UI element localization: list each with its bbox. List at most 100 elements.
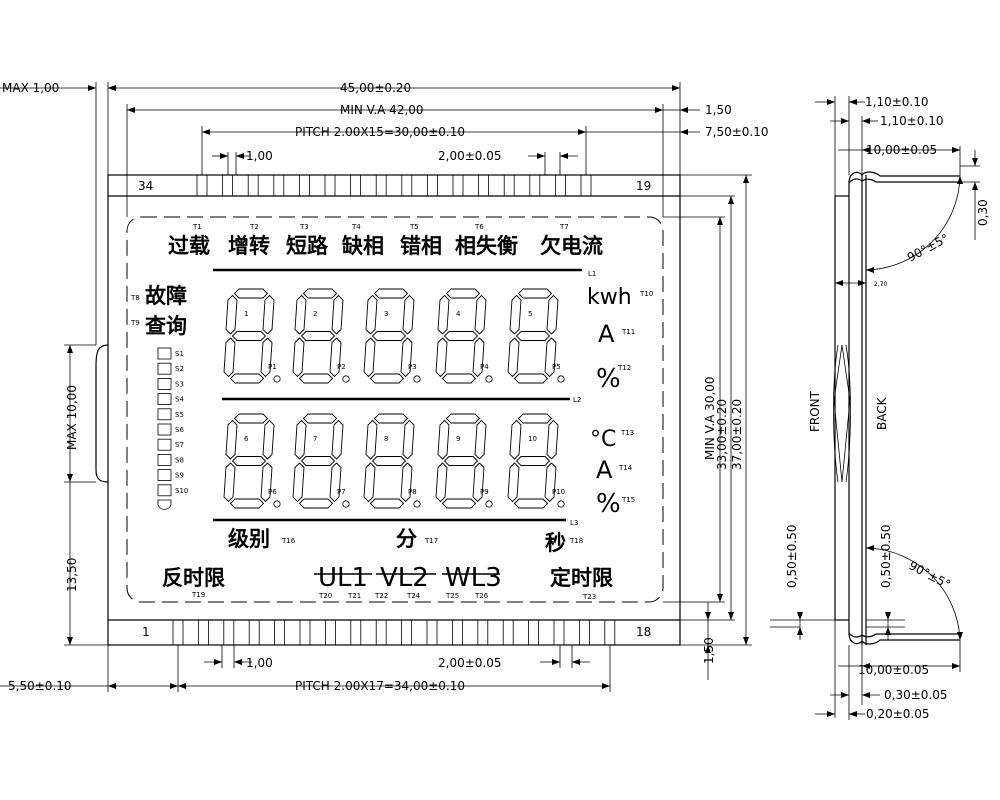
- decimal-point-label: P7: [337, 488, 346, 496]
- bar-segment: [157, 469, 172, 482]
- top-pin: [375, 174, 387, 197]
- seven-segment-digit: 7P7: [292, 413, 350, 509]
- dim-13-50: 13,50: [65, 558, 79, 592]
- digit-segment: [371, 456, 407, 466]
- digit-segment: [298, 373, 334, 384]
- side-dim-1-10-b: 1,10±0.10: [880, 114, 944, 128]
- bar-segment-label: S4: [175, 396, 184, 404]
- bar-segment-label: S7: [175, 441, 184, 449]
- digit-segment: [546, 294, 559, 335]
- bar-segment-label: S2: [175, 365, 184, 373]
- side-back-label: BACK: [875, 396, 889, 430]
- dim-pitch-bottom: PITCH 2.00X17=34,00±0.10: [295, 679, 465, 693]
- dim-7-50: 7,50±0.10: [705, 125, 769, 139]
- status-stall: 增转: [228, 234, 270, 258]
- top-pin: [478, 174, 490, 197]
- marker-t11: T11: [621, 328, 635, 336]
- decimal-point: [557, 500, 565, 508]
- side-front-label: FRONT: [808, 390, 822, 432]
- bar-segment: [157, 393, 172, 406]
- digit-segment: [515, 456, 551, 466]
- seven-segment-digit: 5P5: [507, 288, 565, 384]
- marker-t22: T22: [374, 592, 388, 600]
- marker-t16: T16: [281, 537, 296, 545]
- bar-segment: [157, 377, 172, 390]
- digit-segment: [515, 331, 551, 341]
- digit-segment: [225, 294, 238, 335]
- digit-segment: [363, 462, 376, 503]
- side-dim-10-top: 10,00±0.05: [866, 143, 937, 157]
- decimal-point: [342, 500, 350, 508]
- digit-segment: [437, 294, 450, 335]
- digit-segment: [292, 462, 305, 503]
- bottom-pin: [375, 619, 387, 646]
- status-overload: 过载: [168, 234, 210, 258]
- pin-label-1: 1: [142, 625, 150, 639]
- decimal-point: [413, 500, 421, 508]
- bar-segment: [157, 438, 172, 451]
- dim-min-va-42: MIN V.A 42,00: [340, 103, 424, 117]
- digit-label: 8: [384, 435, 388, 443]
- bar-segment-label: S1: [175, 350, 184, 358]
- line-l2-label: L2: [573, 396, 581, 404]
- bottom-pin: [477, 619, 489, 646]
- bottom-pin: [604, 619, 616, 646]
- digit-segment: [229, 373, 265, 384]
- digit-segment: [507, 337, 520, 378]
- top-pin: [555, 174, 566, 197]
- bottom-pin: [223, 619, 235, 646]
- digit-segment: [294, 294, 307, 335]
- digit-segment: [513, 373, 549, 384]
- minute-label: 分: [396, 527, 417, 551]
- top-pin: [580, 174, 592, 197]
- digit-segment: [373, 288, 409, 299]
- digit-segment: [233, 288, 269, 299]
- digit-segment: [302, 288, 338, 299]
- top-pin: [298, 174, 310, 197]
- digit-label: 5: [528, 310, 532, 318]
- bottom-pin: [324, 619, 336, 646]
- digit-segment: [472, 337, 485, 378]
- seven-segment-digit: 2P2: [292, 288, 350, 384]
- decimal-point-label: P6: [268, 488, 277, 496]
- digit-segment: [544, 337, 557, 378]
- digit-segment: [441, 498, 477, 509]
- digit-segment: [544, 462, 557, 503]
- bottom-pin: [553, 619, 565, 646]
- side-angle-bottom: 90°±5°: [907, 558, 953, 591]
- decimal-point: [557, 375, 565, 383]
- marker-t1: T1: [192, 223, 202, 231]
- top-pin: [350, 174, 362, 197]
- decimal-point: [413, 375, 421, 383]
- top-pin: [196, 174, 208, 197]
- marker-t20: T20: [318, 592, 332, 600]
- digit-label: 10: [528, 435, 537, 443]
- digit-segment: [437, 419, 450, 460]
- bar-segment-label: S9: [175, 472, 184, 480]
- marker-t7: T7: [559, 223, 569, 231]
- bar-segment-label: S10: [175, 487, 188, 495]
- digit-label: 4: [456, 310, 461, 318]
- digit-segment: [507, 462, 520, 503]
- top-pin: [324, 174, 336, 197]
- digit-segment: [371, 331, 407, 341]
- unit-celsius: °C: [590, 427, 616, 452]
- marker-t15: T15: [621, 496, 635, 504]
- bar-segment-label: S3: [175, 380, 184, 388]
- decimal-point: [342, 375, 350, 383]
- digit-segment: [445, 413, 481, 424]
- definite-time-label: 定时限: [550, 566, 613, 590]
- digit-segment: [363, 337, 376, 378]
- digit-segment: [472, 462, 485, 503]
- marker-t10: T10: [639, 290, 653, 298]
- top-pin: [452, 174, 464, 197]
- digit-segment: [260, 337, 273, 378]
- decimal-point-label: P1: [268, 363, 277, 371]
- phase-ul1: UL1: [318, 563, 368, 593]
- fault-label: 故障: [145, 284, 187, 308]
- digit-label: 2: [313, 310, 317, 318]
- side-dim-10-bottom: 10,00±0.05: [858, 663, 929, 677]
- digit-segment: [231, 331, 267, 341]
- top-pin: [426, 174, 438, 197]
